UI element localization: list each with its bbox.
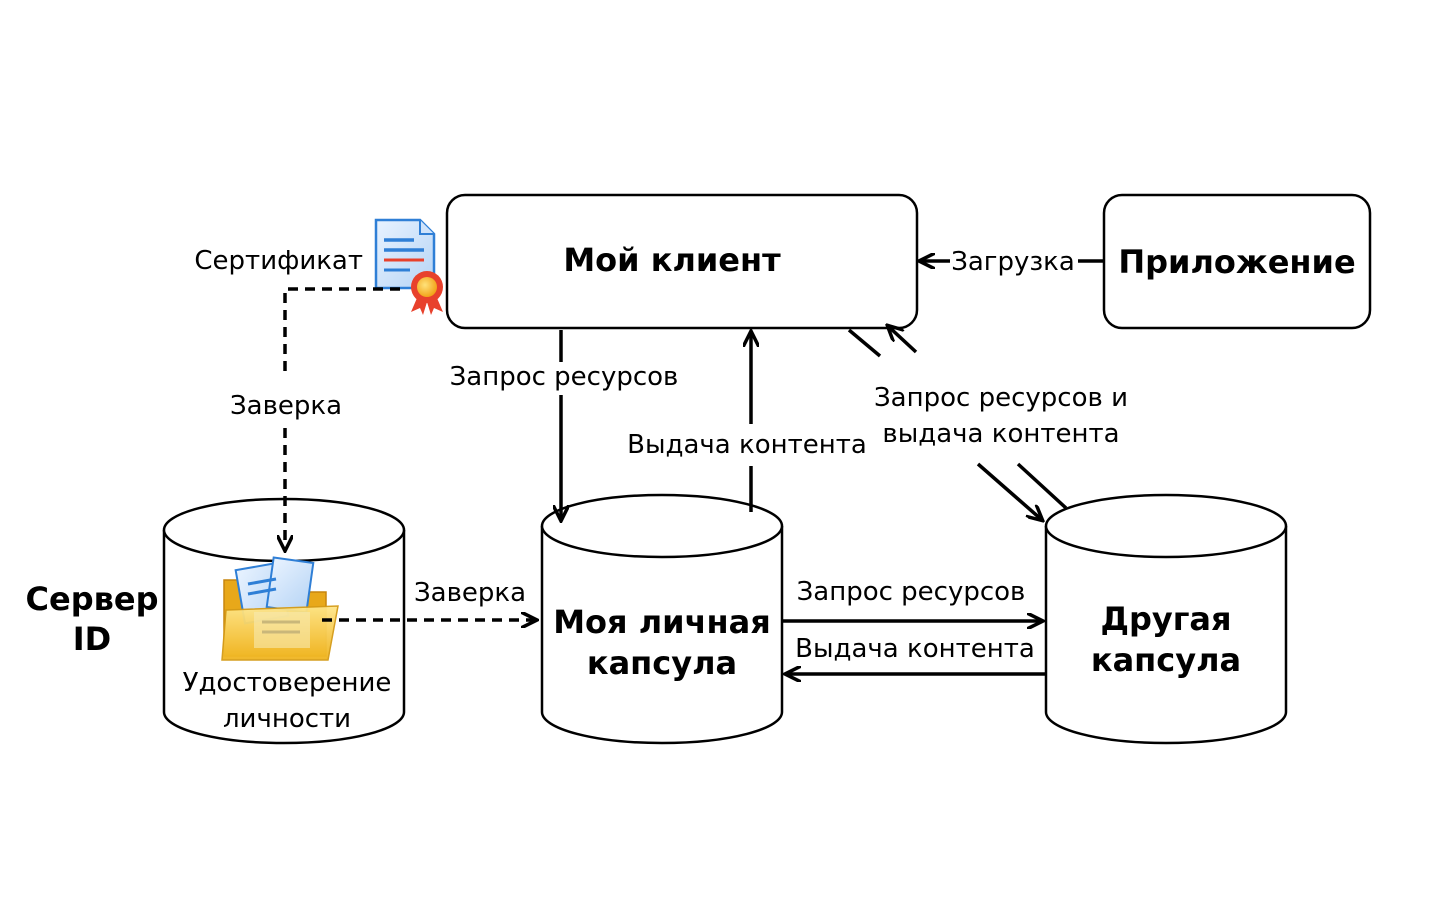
download-label: Загрузка — [951, 247, 1075, 277]
diagonal-request-edge-upper — [847, 328, 882, 358]
diagonal-request-edge-lower — [976, 462, 1042, 520]
my-capsule-cylinder: Моя личная капсула — [540, 493, 784, 745]
resource-request-left-label: Запрос ресурсов — [450, 362, 679, 392]
verify-left-label: Заверка — [414, 578, 526, 608]
diagonal-delivery-edge-upper — [888, 326, 918, 354]
my-capsule-title-line2: капсула — [587, 644, 737, 682]
my-client-title: Мой клиент — [563, 241, 781, 279]
application-node: Приложение — [1102, 193, 1372, 330]
id-server-title-line2: ID — [73, 620, 111, 658]
identity-folder-icon — [221, 556, 339, 661]
certificate-edge-upper — [283, 287, 400, 378]
verify-top-label: Заверка — [230, 391, 342, 421]
my-client-node: Мой клиент — [445, 193, 919, 330]
my-capsule-title-line1: Моя личная — [553, 603, 771, 641]
id-server-title-line1: Сервер — [26, 580, 159, 618]
content-delivery-bottom-label: Выдача контента — [795, 634, 1035, 664]
application-title: Приложение — [1118, 243, 1355, 281]
other-capsule-cylinder: Другая капсула — [1044, 493, 1288, 745]
certificate-document-icon — [374, 218, 443, 315]
identity-label-line2: личности — [223, 704, 351, 734]
identity-label-line1: Удостоверение — [183, 668, 392, 698]
other-capsule-title-line2: капсула — [1091, 641, 1241, 679]
certificate-label: Сертификат — [194, 246, 363, 276]
resource-request-bottom-label: Запрос ресурсов — [797, 577, 1026, 607]
content-delivery-left-label: Выдача контента — [627, 430, 867, 460]
diagonal-delivery-edge-lower — [1016, 462, 1068, 510]
req-and-delivery-label-line2: выдача контента — [882, 419, 1119, 449]
other-capsule-title-line1: Другая — [1100, 600, 1231, 638]
req-and-delivery-label-line1: Запрос ресурсов и — [874, 383, 1128, 413]
